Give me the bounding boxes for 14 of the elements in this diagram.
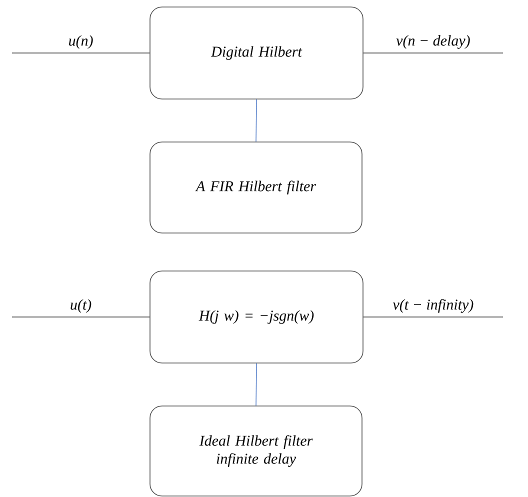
edge-label: u(n)	[69, 35, 93, 49]
connector-line	[363, 316, 504, 318]
process-box: Ideal Hilbert filter infinite delay	[150, 406, 362, 496]
connector-line	[256, 99, 257, 142]
process-box: Digital Hilbert	[150, 6, 364, 100]
connector-line	[12, 52, 150, 54]
process-box: A FIR Hilbert filter	[150, 142, 362, 234]
connector-line	[256, 363, 257, 406]
process-box: H(j w) = −jsgn(w)	[150, 270, 364, 364]
edge-label: v(t − infinity)	[392, 299, 474, 313]
edge-label: u(t)	[70, 299, 92, 313]
connector-line	[12, 316, 150, 318]
edge-label: v(n − delay)	[396, 35, 470, 49]
connector-line	[363, 52, 504, 54]
